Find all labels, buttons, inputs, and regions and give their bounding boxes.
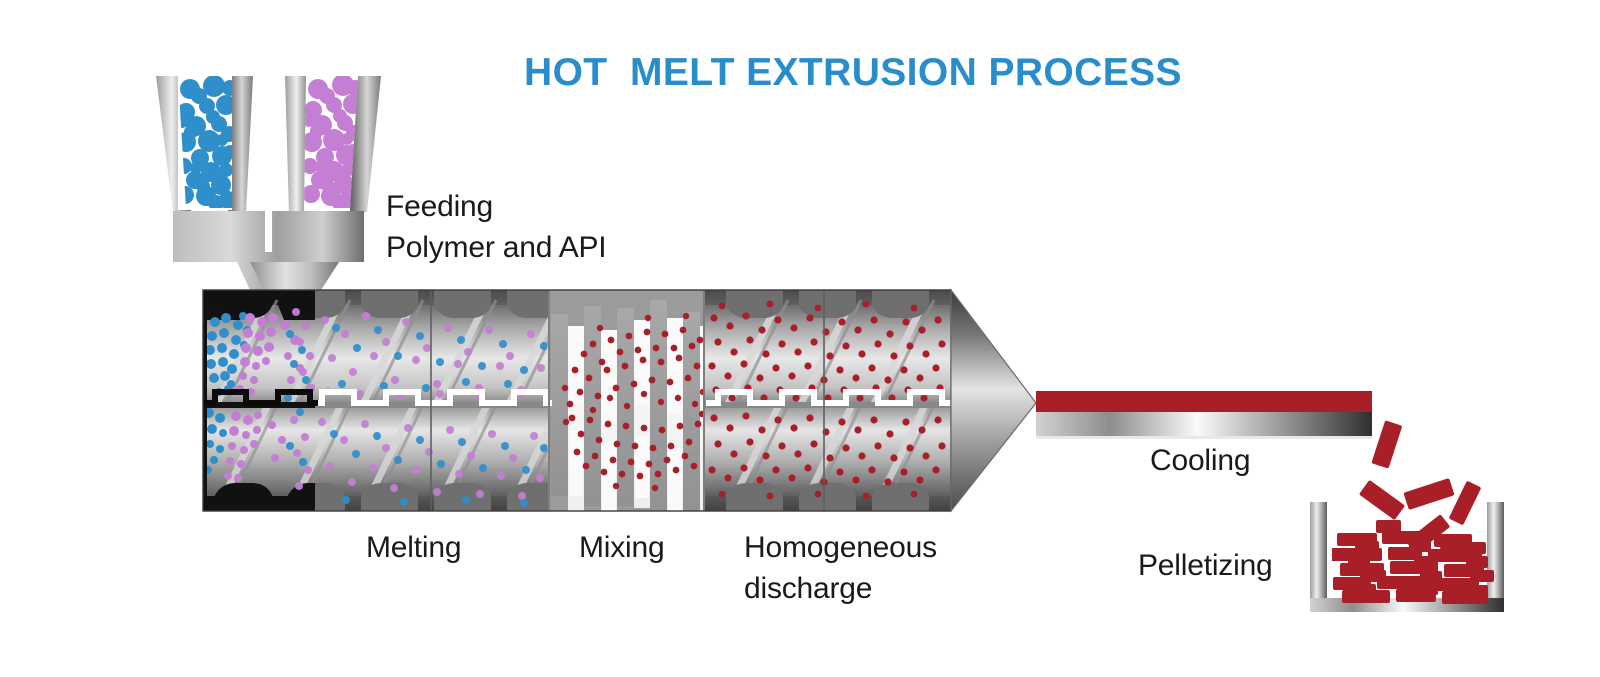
discharge-zone-material	[708, 300, 946, 500]
feed-zone-material	[207, 308, 315, 490]
mixing-kneading-section	[549, 290, 704, 511]
label-mixing: Mixing	[579, 531, 665, 564]
api-particles	[304, 76, 358, 208]
pelletizing-section	[1310, 420, 1504, 612]
screw-shaft-profile	[203, 389, 951, 406]
extruder-barrel	[202, 289, 952, 512]
page-title: HOT MELT EXTRUSION PROCESS	[524, 51, 1182, 94]
extrudate-strand	[1036, 391, 1372, 412]
polymer-hopper	[156, 76, 253, 212]
label-pelletizing: Pelletizing	[1138, 549, 1273, 582]
label-homogeneous-discharge: Homogeneous discharge	[744, 531, 937, 605]
polymer-particles	[178, 76, 232, 208]
extrusion-die-cone	[950, 288, 1037, 513]
label-melting: Melting	[366, 531, 462, 564]
pellet-pile	[1332, 531, 1494, 604]
cooling-conveyor	[1036, 391, 1372, 439]
api-hopper	[285, 76, 381, 212]
melting-zone-material	[318, 312, 547, 507]
kneading-elements	[551, 300, 704, 511]
hopper-base-block	[173, 211, 364, 290]
label-feeding: Feeding Polymer and API	[386, 190, 607, 264]
label-cooling: Cooling	[1150, 444, 1251, 477]
conveyor-belt	[1036, 412, 1372, 436]
feeding-hoppers	[156, 76, 381, 290]
mixing-melt-particles	[561, 312, 704, 492]
barrel-segment-seams	[430, 290, 825, 511]
